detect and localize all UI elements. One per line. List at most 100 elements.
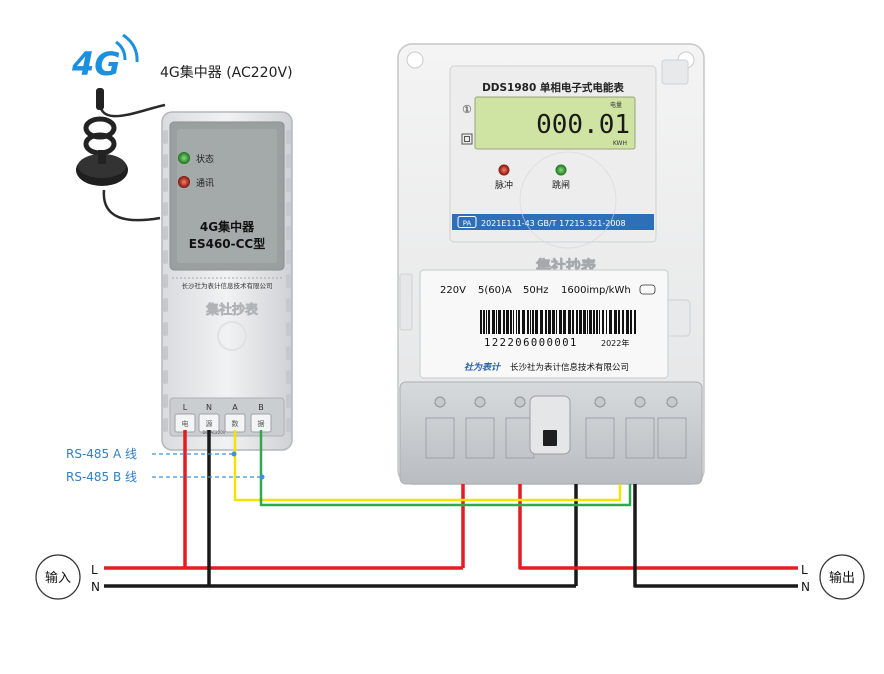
barcode-bar [545,310,547,334]
case-rib [163,346,168,360]
logo-4g: 4G [71,33,139,83]
output-label: 输出 [829,570,855,586]
barcode-bar [609,310,612,334]
meter-company: 长沙社为表计信息技术有限公司 [510,362,629,373]
wires [104,430,798,588]
barcode-bar [572,310,574,334]
standard-badge [457,216,477,228]
rs485-a-wire [233,430,622,502]
barcode-bar [622,310,624,334]
case-rib [286,418,291,432]
barcode-bar [488,310,490,334]
barcode-bar [496,310,497,334]
barcode-bar [498,310,501,334]
barcode-bar [556,310,557,334]
terminal-sublabel: 数 [232,419,239,428]
case-rib [163,250,168,264]
terminal-letter: L [183,403,188,412]
case-rib [286,202,291,216]
rs485-b-wire [259,430,632,507]
concentrator-name: 4G集中器 [200,219,255,234]
header-title: 4G集中器 (AC220V) [160,64,293,81]
terminal-slot [425,417,455,459]
case-rib [286,250,291,264]
cover-screw [434,396,446,408]
case-rib [286,274,291,288]
accuracy-class-icon [639,284,656,295]
barcode-bar [593,310,595,334]
rating-voltage: 220V [440,285,466,296]
lcd-unit-bottom: KWH [613,140,627,147]
barcode-bar [618,310,620,334]
standard-band [452,214,654,230]
barcode-bar [503,310,505,334]
cover-screw [634,396,646,408]
barcode-bar [576,310,578,334]
cover-screw [666,396,678,408]
manufacture-year: 2022年 [601,338,629,348]
input-badge [35,554,81,600]
barcode-bar [559,310,562,334]
nameplate [419,269,669,379]
output-neutral-wire [633,484,798,588]
terminal-sublabel: 据 [258,419,265,428]
rating-constant: 1600imp/kWh [561,285,631,296]
terminal-b: B据 [250,403,272,433]
input-label: 输入 [45,570,71,586]
seal-post [661,59,689,85]
energy-meter: DDS1980 单相电子式电能表 电量 000.01 KWH ① 脉冲 跳闸 P… [397,43,705,485]
case-rib [286,370,291,384]
case-rib [286,154,291,168]
case-rib [163,418,168,432]
barcode-bar [626,310,629,334]
barcode-bar [535,310,538,334]
barcode-bar [527,310,529,334]
concentrator-device: 状态 通讯 4G集中器 ES460-CC型 长沙社为表计信息技术有限公司 集社抄… [161,111,293,451]
cover-screw [474,396,486,408]
barcode-bar [630,310,632,334]
case-rib [163,226,168,240]
lcd-display [474,96,636,150]
case-rib [286,322,291,336]
lcd-value: 000.01 [536,110,630,140]
antenna [76,88,166,222]
barcode-bar [587,310,588,334]
barcode-bar [516,310,517,334]
standard-prefix: PA [463,220,472,228]
terminal-slot [657,417,687,459]
input-n-label: N [91,580,100,594]
case-rib [286,298,291,312]
barcode-bar [522,310,525,334]
barcode-bar [614,310,617,334]
barcode-bar [530,310,531,334]
watermark-seal [217,321,247,351]
case-rib [286,346,291,360]
barcode-bar [486,310,487,334]
barcode-bar [634,310,636,334]
case-rib [286,130,291,144]
brand-logo: 社为表计 [464,362,502,373]
latch-slot [543,430,557,446]
barcode-bar [552,310,555,334]
double-insulation-icon [461,133,473,145]
status-led [178,152,190,164]
terminal-sublabel: 电 [182,419,189,428]
output-l-label: L [801,563,808,577]
case-rib [163,154,168,168]
signal-icon [115,40,127,61]
case-rib [163,202,168,216]
pulse-led [498,164,510,176]
screw-hole [406,51,424,69]
case-rib [163,394,168,408]
barcode-bar [510,310,512,334]
case-rib [163,322,168,336]
trip-led [555,164,567,176]
barcode-bar [506,310,509,334]
case-rib [286,226,291,240]
output-live-wire [518,484,798,570]
concentrator-watermark: 集社抄表 [205,302,259,318]
concentrator-company: 长沙社为表计信息技术有限公司 [182,281,273,290]
barcode-bar [589,310,592,334]
standard-text: 2021E111-43 GB/T 17215.321-2008 [481,219,626,228]
